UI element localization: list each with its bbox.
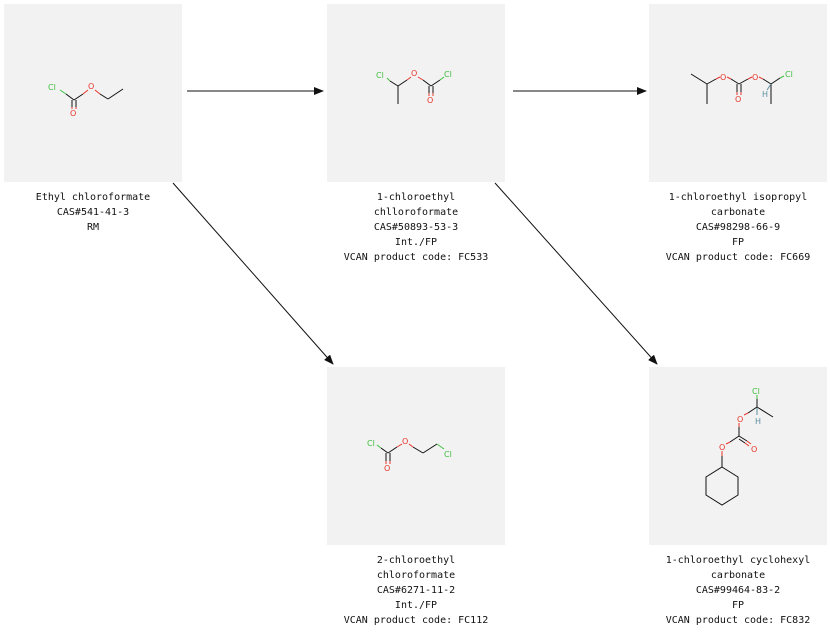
atom-label: O (751, 445, 757, 454)
caption-1-chloroethyl-chloroformate: 1-chloroethyl chlloroformate CAS#50893-5… (316, 190, 516, 265)
compound-name-cont: chloroformate (376, 570, 456, 581)
atom-label: O (735, 95, 741, 104)
product-code: VCAN product code: FC669 (665, 252, 811, 263)
caption-1-chloroethyl-cyclohexyl-carbonate: 1-chloroethyl cyclohexyl carbonate CAS#9… (638, 553, 830, 628)
compound-name: 1-chloroethyl (376, 192, 456, 203)
caption-1-chloroethyl-isopropyl-carbonate: 1-chloroethyl isopropyl carbonate CAS#98… (638, 190, 830, 265)
product-code: VCAN product code: FC112 (343, 615, 489, 626)
compound-role: Int./FP (394, 237, 438, 248)
caption-2-chloroethyl-chloroformate: 2-chloroethyl chloroformate CAS#6271-11-… (316, 553, 516, 628)
cas-number: CAS#6271-11-2 (376, 585, 456, 596)
atom-label: Cl (444, 70, 452, 79)
atom-label: H (755, 417, 761, 426)
atom-label: Cl (752, 387, 760, 396)
compound-role: Int./FP (394, 600, 438, 611)
structure-panel-1-chloroethyl-cyclohexyl-carbonate: Cl O H O O (649, 367, 827, 545)
compound-name-cont: carbonate (710, 570, 766, 581)
compound-name: Ethyl chloroformate (35, 192, 151, 203)
compound-role: RM (86, 222, 100, 233)
cas-number: CAS#99464-83-2 (695, 585, 781, 596)
cas-number: CAS#98298-66-9 (695, 222, 781, 233)
atom-label: O (427, 96, 433, 105)
atom-label: Cl (367, 439, 375, 448)
atom-label: Cl (48, 83, 56, 92)
structure-panel-ethyl-chloroformate: Cl O O (4, 4, 182, 182)
structure-panel-1-chloroethyl-chloroformate: Cl O O Cl (327, 4, 505, 182)
cas-number: CAS#541-41-3 (56, 207, 130, 218)
compound-name-cont: carbonate (710, 207, 766, 218)
atom-label: O (720, 73, 726, 82)
compound-name: 1-chloroethyl cyclohexyl (665, 555, 811, 566)
cas-number: CAS#50893-53-3 (373, 222, 459, 233)
structure-panel-2-chloroethyl-chloroformate: Cl O O Cl (327, 367, 505, 545)
compound-name: 2-chloroethyl (376, 555, 456, 566)
arrow-ethyl-to-2-chloroethyl-chloroformate (172, 182, 334, 365)
atom-label: O (752, 73, 758, 82)
product-code: VCAN product code: FC533 (343, 252, 489, 263)
arrow-1-chloroethyl-to-cyclohexyl-carbonate (494, 182, 658, 365)
atom-label: Cl (444, 450, 452, 459)
atom-label: O (70, 109, 76, 118)
atom-label: O (402, 437, 408, 446)
compound-name: 1-chloroethyl isopropyl (668, 192, 808, 203)
compound-name-cont: chlloroformate (373, 207, 459, 218)
molecule-1-chloroethyl-cyclohexyl-carbonate: Cl O H O O (705, 387, 774, 506)
molecule-2-chloroethyl-chloroformate: Cl O O Cl (367, 437, 452, 473)
atom-label: Cl (376, 71, 384, 80)
atom-label: O (88, 82, 94, 91)
molecule-1-chloroethyl-chloroformate: Cl O O Cl (376, 69, 452, 105)
molecule-1-chloroethyl-isopropyl-carbonate: O O O H Cl (690, 70, 793, 104)
compound-role: FP (731, 600, 745, 611)
atom-label: O (737, 415, 743, 424)
atom-label: O (411, 69, 417, 78)
structure-panel-1-chloroethyl-isopropyl-carbonate: O O O H Cl (649, 4, 827, 182)
molecule-ethyl-chloroformate: Cl O O (48, 82, 124, 118)
compound-role: FP (731, 237, 745, 248)
atom-label: H (762, 90, 768, 99)
product-code: VCAN product code: FC832 (665, 615, 811, 626)
atom-label: Cl (785, 70, 793, 79)
atom-label: O (384, 464, 390, 473)
atom-label: O (719, 443, 725, 452)
caption-ethyl-chloroformate: Ethyl chloroformate CAS#541-41-3 RM (0, 190, 193, 235)
